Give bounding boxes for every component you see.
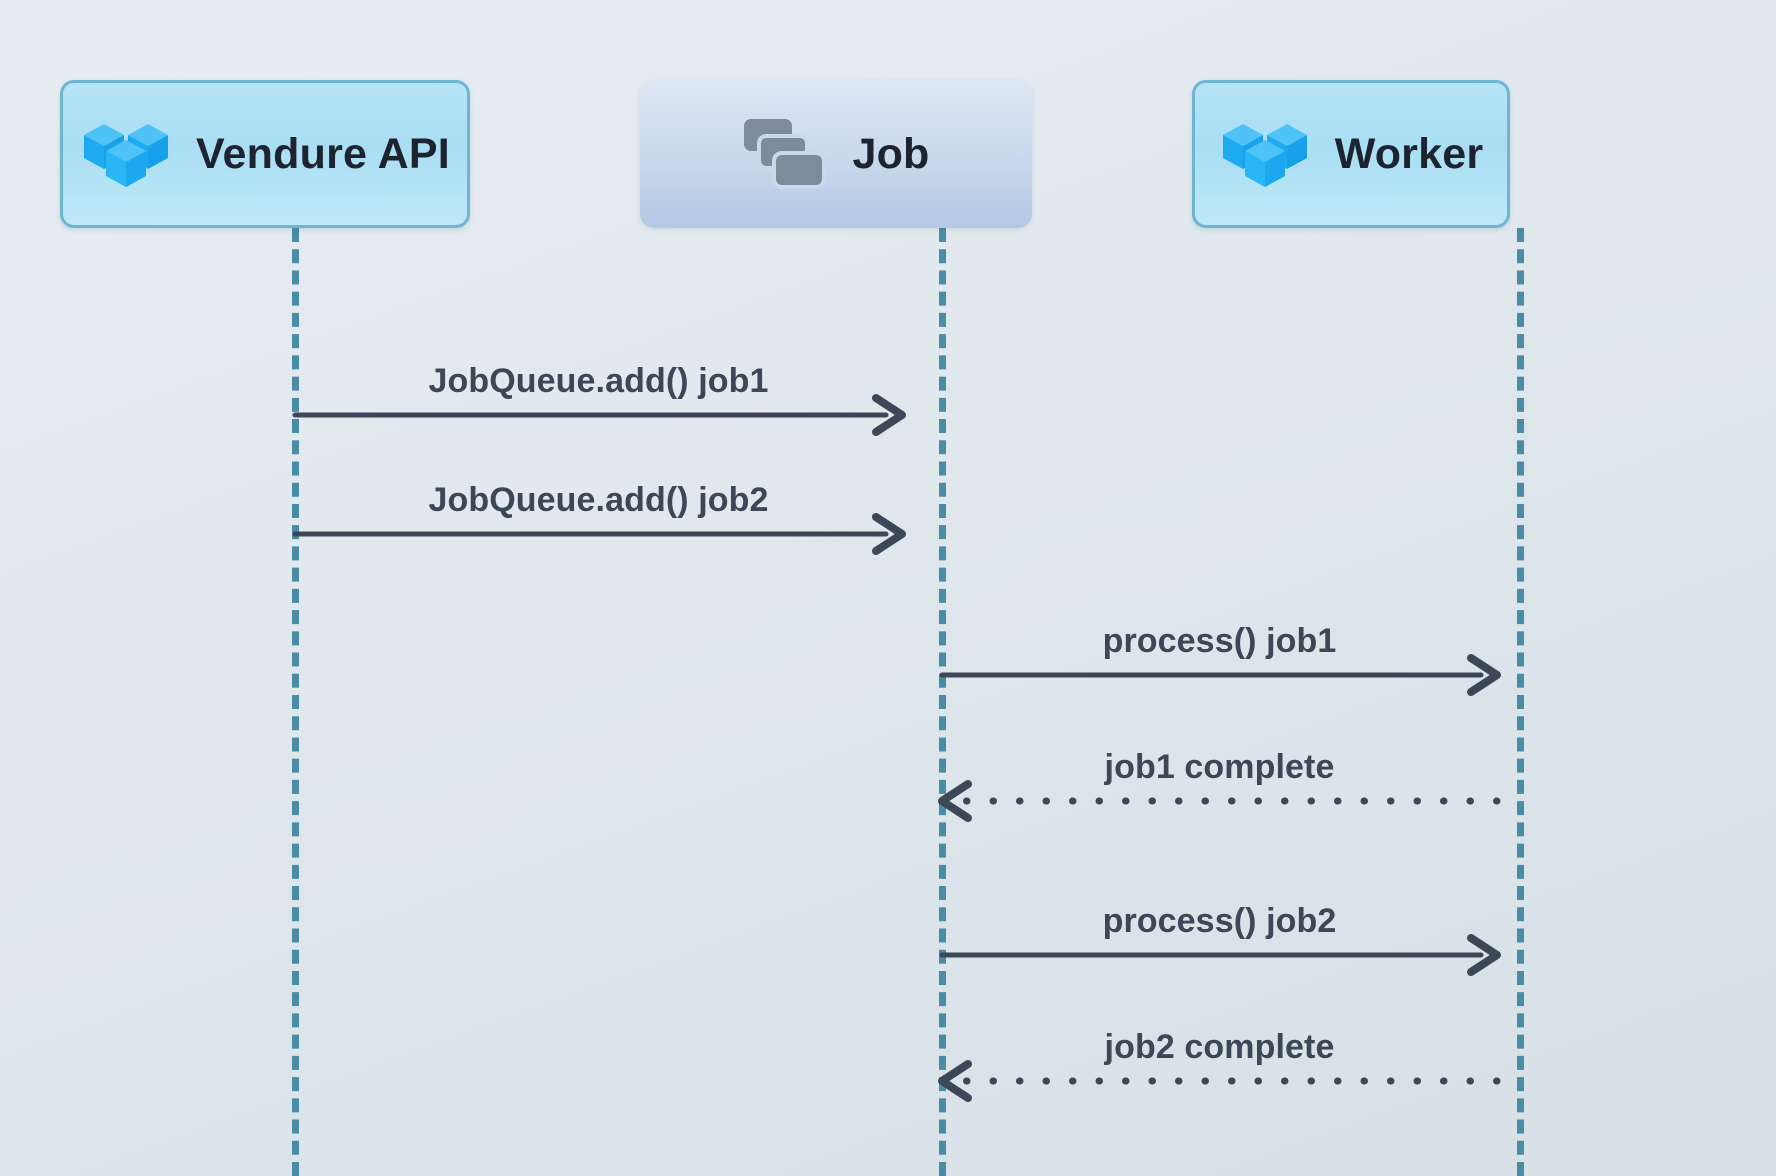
participant-label: Job	[852, 129, 930, 178]
arrowhead-open-chevron	[1467, 934, 1501, 976]
lifeline-job	[939, 228, 946, 1176]
arrowhead-open-chevron	[872, 513, 906, 555]
lifeline-worker	[1517, 228, 1524, 1176]
message-label: process() job2	[1102, 902, 1337, 940]
participant-label: Worker	[1334, 129, 1484, 178]
job-stack-icon	[742, 117, 828, 191]
message-label: JobQueue.add() job1	[428, 362, 769, 400]
vendure-cubes-icon-svg	[84, 124, 169, 187]
arrowhead-open-chevron	[938, 780, 972, 822]
message-label: job2 complete	[1104, 1028, 1335, 1066]
participant-label: Vendure API	[196, 129, 450, 178]
vendure-cubes-icon	[80, 115, 172, 193]
arrowhead-open-chevron	[1467, 654, 1501, 696]
arrowhead-open-chevron	[938, 1060, 972, 1102]
vendure-cubes-icon-svg	[1222, 124, 1307, 187]
message-label: JobQueue.add() job2	[428, 481, 769, 519]
participant-worker[interactable]: Worker	[1192, 80, 1510, 228]
participant-vendure-api[interactable]: Vendure API	[60, 80, 470, 228]
vendure-cubes-icon	[1219, 115, 1311, 193]
arrowhead-open-chevron	[872, 394, 906, 436]
message-label: process() job1	[1102, 622, 1337, 660]
job-stack-icon-svg	[744, 119, 827, 189]
message-label: job1 complete	[1104, 748, 1335, 786]
participant-job[interactable]: Job	[640, 80, 1032, 228]
lifeline-vendure-api	[292, 228, 299, 1176]
